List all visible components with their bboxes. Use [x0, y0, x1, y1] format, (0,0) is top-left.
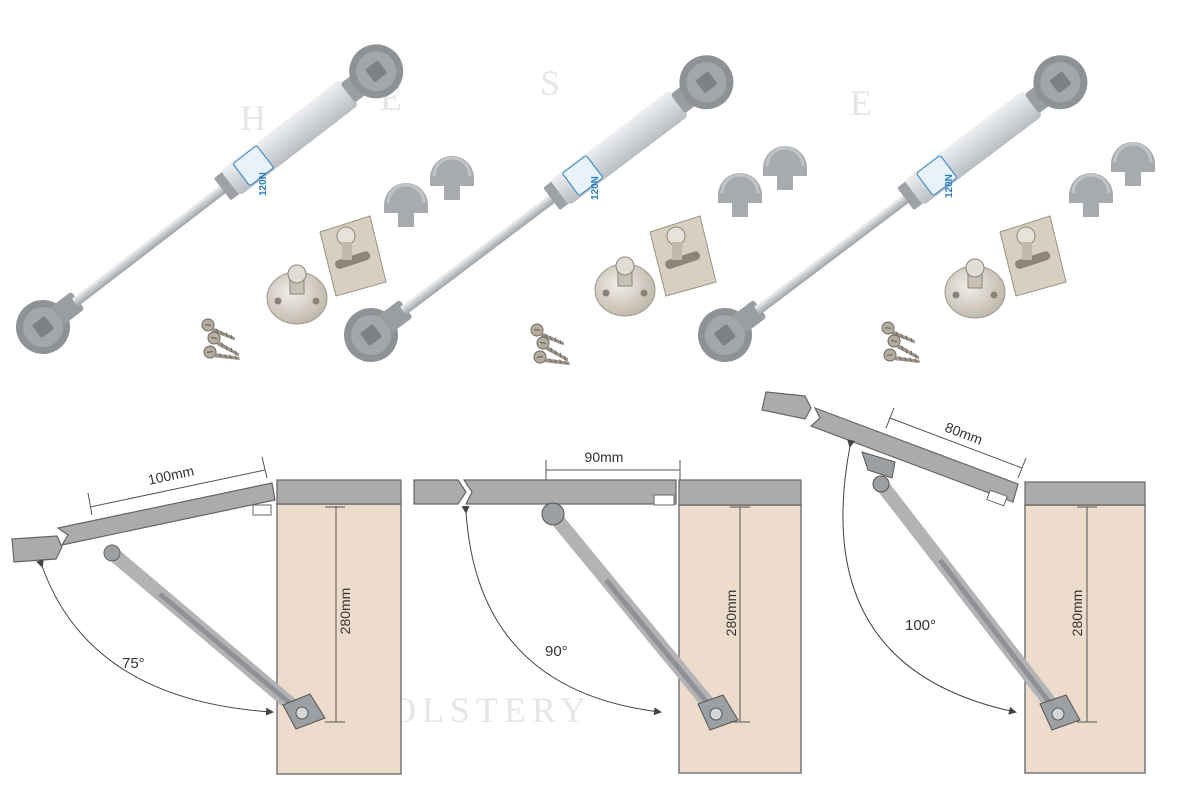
plastic-cap	[382, 181, 430, 229]
cabinet-side	[276, 503, 402, 775]
angle-label: 75°	[122, 655, 145, 672]
product-kit-2: 120N	[332, 43, 809, 374]
lid-panel	[56, 482, 276, 546]
install-diagram-90: 280mm 90mm 90°	[413, 449, 802, 774]
plastic-cap	[716, 171, 764, 219]
round-mounting-plate	[266, 264, 328, 325]
watermark-letter: H	[240, 98, 272, 138]
lid-length-label: 80mm	[943, 419, 985, 448]
angle-arc	[461, 505, 662, 716]
height-label: 280mm	[337, 588, 353, 635]
angle-label: 90°	[545, 643, 568, 660]
cabinet-side	[1024, 504, 1146, 774]
angle-bracket	[649, 215, 717, 297]
hinge	[252, 504, 272, 516]
round-mounting-plate	[944, 258, 1006, 319]
plastic-cap	[1067, 171, 1115, 219]
cabinet-top	[1024, 481, 1146, 506]
cabinet-top	[276, 479, 402, 505]
force-badge: 120N	[258, 172, 269, 196]
angle-bracket	[999, 215, 1067, 297]
plastic-cap	[428, 154, 476, 202]
round-mounting-plate	[594, 256, 656, 317]
install-diagram-75: 280mm 100mm 75°	[11, 456, 402, 775]
watermark-letter: E	[850, 83, 878, 123]
hinge	[653, 494, 675, 506]
lid-end	[761, 391, 812, 420]
force-badge: 120N	[944, 174, 955, 198]
cabinet-top	[678, 479, 802, 506]
height-label: 280mm	[1069, 590, 1085, 637]
product-kit-3: 120N	[686, 43, 1157, 374]
angle-arc	[36, 559, 274, 716]
angle-bracket	[319, 215, 387, 297]
lid-length-label: 100mm	[146, 462, 195, 487]
lid-end	[413, 479, 467, 505]
plastic-cap	[761, 144, 809, 192]
product-kit-1: 120N	[4, 32, 476, 367]
plastic-cap	[1109, 140, 1157, 188]
install-diagram-100: 280mm 80mm 100°	[761, 391, 1146, 774]
height-label: 280mm	[723, 590, 739, 637]
angle-arc	[842, 439, 1017, 715]
lid-end	[11, 535, 63, 563]
watermark-letter: S	[540, 63, 566, 103]
lid-length-label: 90mm	[585, 449, 624, 465]
lid-panel	[462, 479, 677, 505]
angle-label: 100°	[905, 617, 936, 634]
force-badge: 120N	[590, 176, 601, 200]
